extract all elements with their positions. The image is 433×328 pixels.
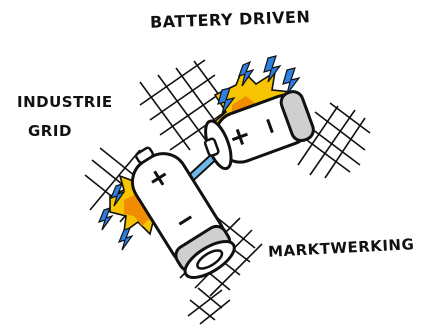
illustration-scene <box>0 0 433 328</box>
